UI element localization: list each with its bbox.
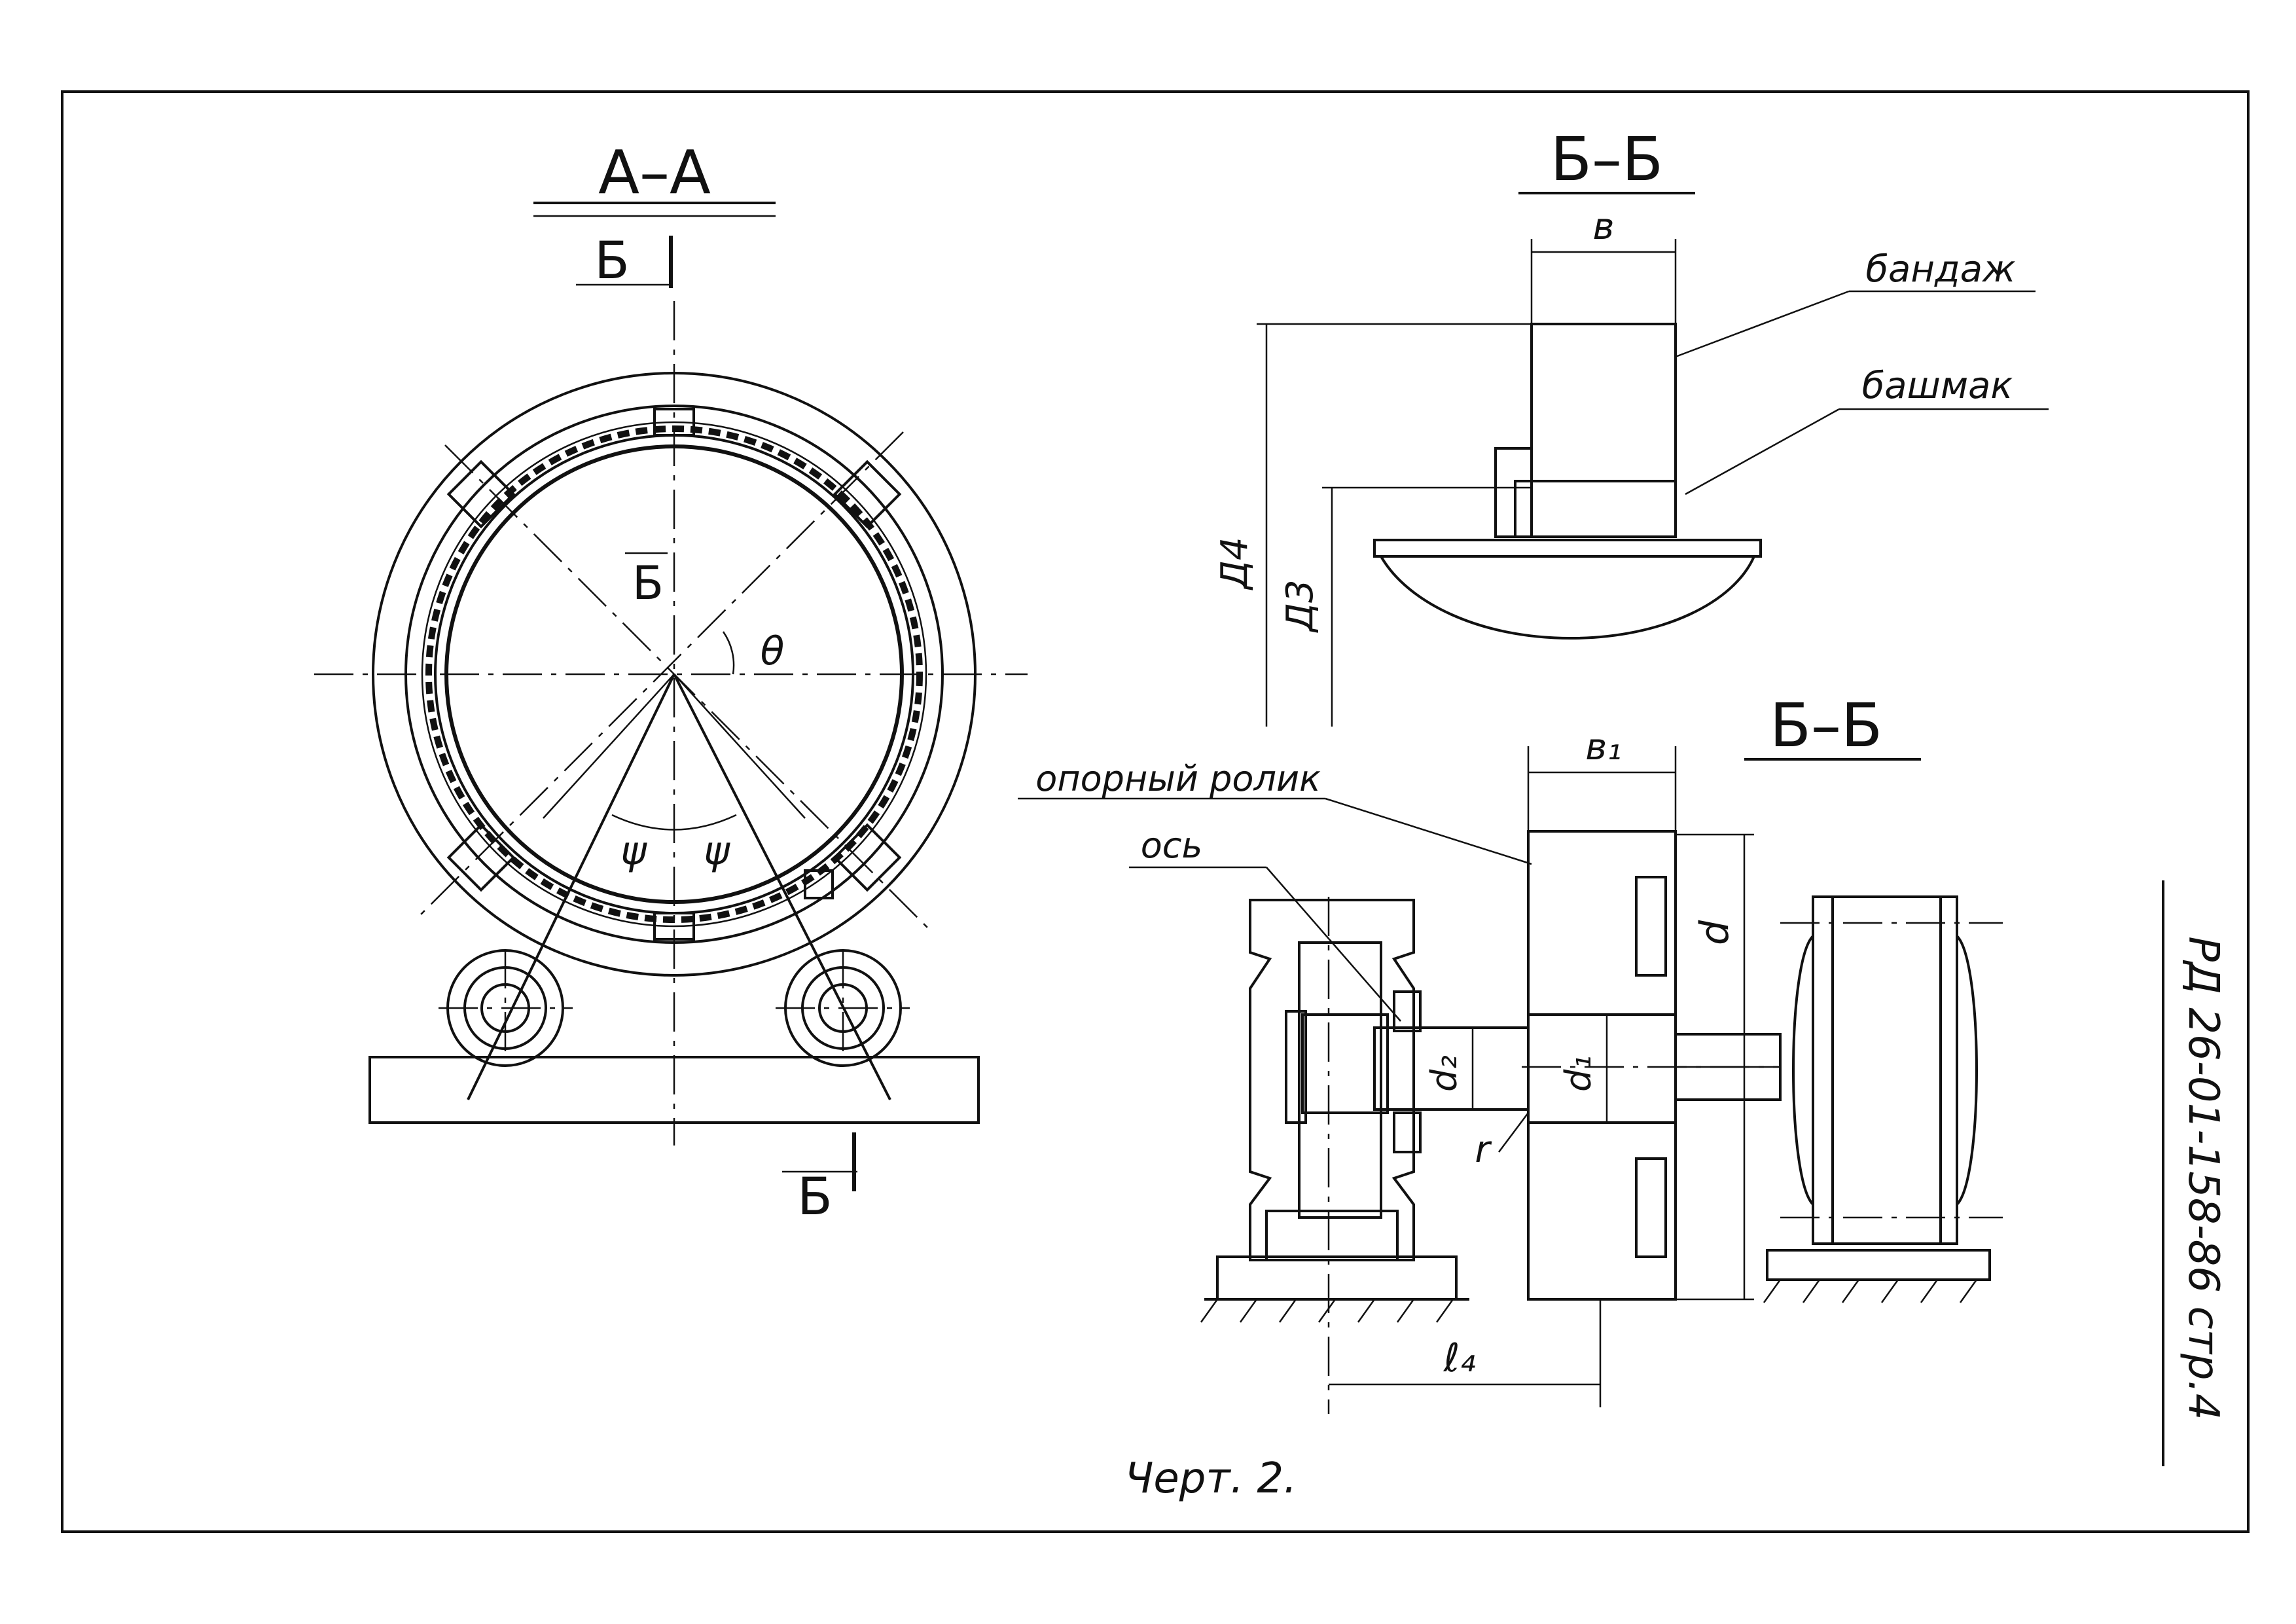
dim-d1-label: d₁ — [1558, 1055, 1599, 1092]
section-bb-bottom-title: Б–Б — [1770, 691, 1882, 761]
section-bb-bottom-view: Б–Б опорный ролик ось в₁ d d₁ d₂ r — [1018, 691, 2003, 1414]
dim-b1-label: в₁ — [1585, 726, 1621, 768]
base-plate — [368, 1056, 980, 1124]
angle-psi-right: ψ — [704, 828, 730, 874]
section-aa-title: А–А — [598, 137, 711, 208]
callout-bandazh: бандаж — [1866, 248, 2016, 291]
section-aa-view: А–А Б Б θ ψ ψ — [314, 137, 1028, 1227]
dim-d3-label: Д3 — [1279, 579, 1321, 633]
dim-d2-label: d₂ — [1424, 1055, 1465, 1092]
cut-mark-b-top: Б — [594, 232, 630, 291]
dim-l4-label: ℓ₄ — [1443, 1335, 1476, 1381]
dim-d-label: d — [1692, 920, 1738, 945]
angle-theta-label: θ — [761, 628, 785, 674]
callout-roller: опорный ролик — [1035, 758, 1321, 799]
drawing-caption: Черт. 2. — [1125, 1454, 1297, 1503]
dim-d4-label: Д4 — [1213, 537, 1256, 590]
callout-axis: ось — [1141, 825, 1203, 866]
dim-r-label: r — [1475, 1128, 1492, 1171]
ground-hatch-left — [1200, 1299, 1454, 1323]
section-bb-top-view: Б–Б в Д4 Д3 бандаж башмак — [1213, 124, 2049, 727]
document-stamp: РД 26-01-158-86 стр.4 — [2179, 936, 2227, 1420]
dim-b-label: в — [1592, 206, 1614, 248]
cut-mark-b-bottom: Б — [797, 1168, 833, 1227]
tire-section — [1530, 323, 1677, 482]
cut-mark-b-mid: Б — [632, 556, 664, 610]
angle-psi-left: ψ — [620, 828, 647, 874]
drawing-frame — [61, 90, 2250, 1533]
ground-hatch-right — [1763, 1279, 1978, 1303]
section-bb-top-title: Б–Б — [1551, 124, 1663, 194]
shoe-section — [1514, 480, 1677, 538]
roller-section — [1527, 830, 1677, 1301]
callout-bashmak: башмак — [1862, 365, 2013, 407]
